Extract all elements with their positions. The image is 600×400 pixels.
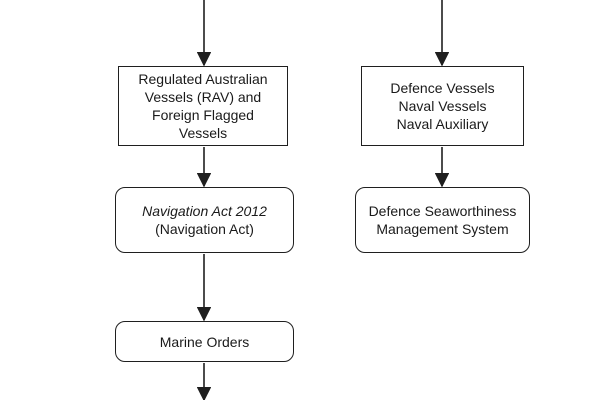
- rav-line-2: Vessels (RAV) and: [144, 89, 262, 105]
- dsms-line-1: Defence Seaworthiness: [368, 203, 517, 219]
- marine-orders-box: Marine Orders: [115, 321, 294, 362]
- defence-vessels-line-1: Defence Vessels: [390, 80, 495, 96]
- navigation-act-title: Navigation Act 2012: [142, 203, 267, 219]
- rav-box: Regulated Australian Vessels (RAV) and F…: [118, 66, 288, 146]
- defence-vessels-box: Defence Vessels Naval Vessels Naval Auxi…: [361, 66, 524, 146]
- rav-line-3: Foreign Flagged: [152, 107, 254, 123]
- marine-orders-label: Marine Orders: [159, 333, 250, 350]
- navigation-act-subtitle: (Navigation Act): [155, 221, 254, 237]
- defence-vessels-line-2: Naval Vessels: [398, 98, 487, 114]
- defence-vessels-line-3: Naval Auxiliary: [396, 116, 489, 132]
- rav-line-1: Regulated Australian: [138, 71, 268, 87]
- dsms-line-2: Management System: [376, 221, 509, 237]
- dsms-box: Defence Seaworthiness Management System: [355, 187, 530, 253]
- navigation-act-box: Navigation Act 2012 (Navigation Act): [115, 187, 294, 253]
- rav-line-4: Vessels: [178, 125, 228, 141]
